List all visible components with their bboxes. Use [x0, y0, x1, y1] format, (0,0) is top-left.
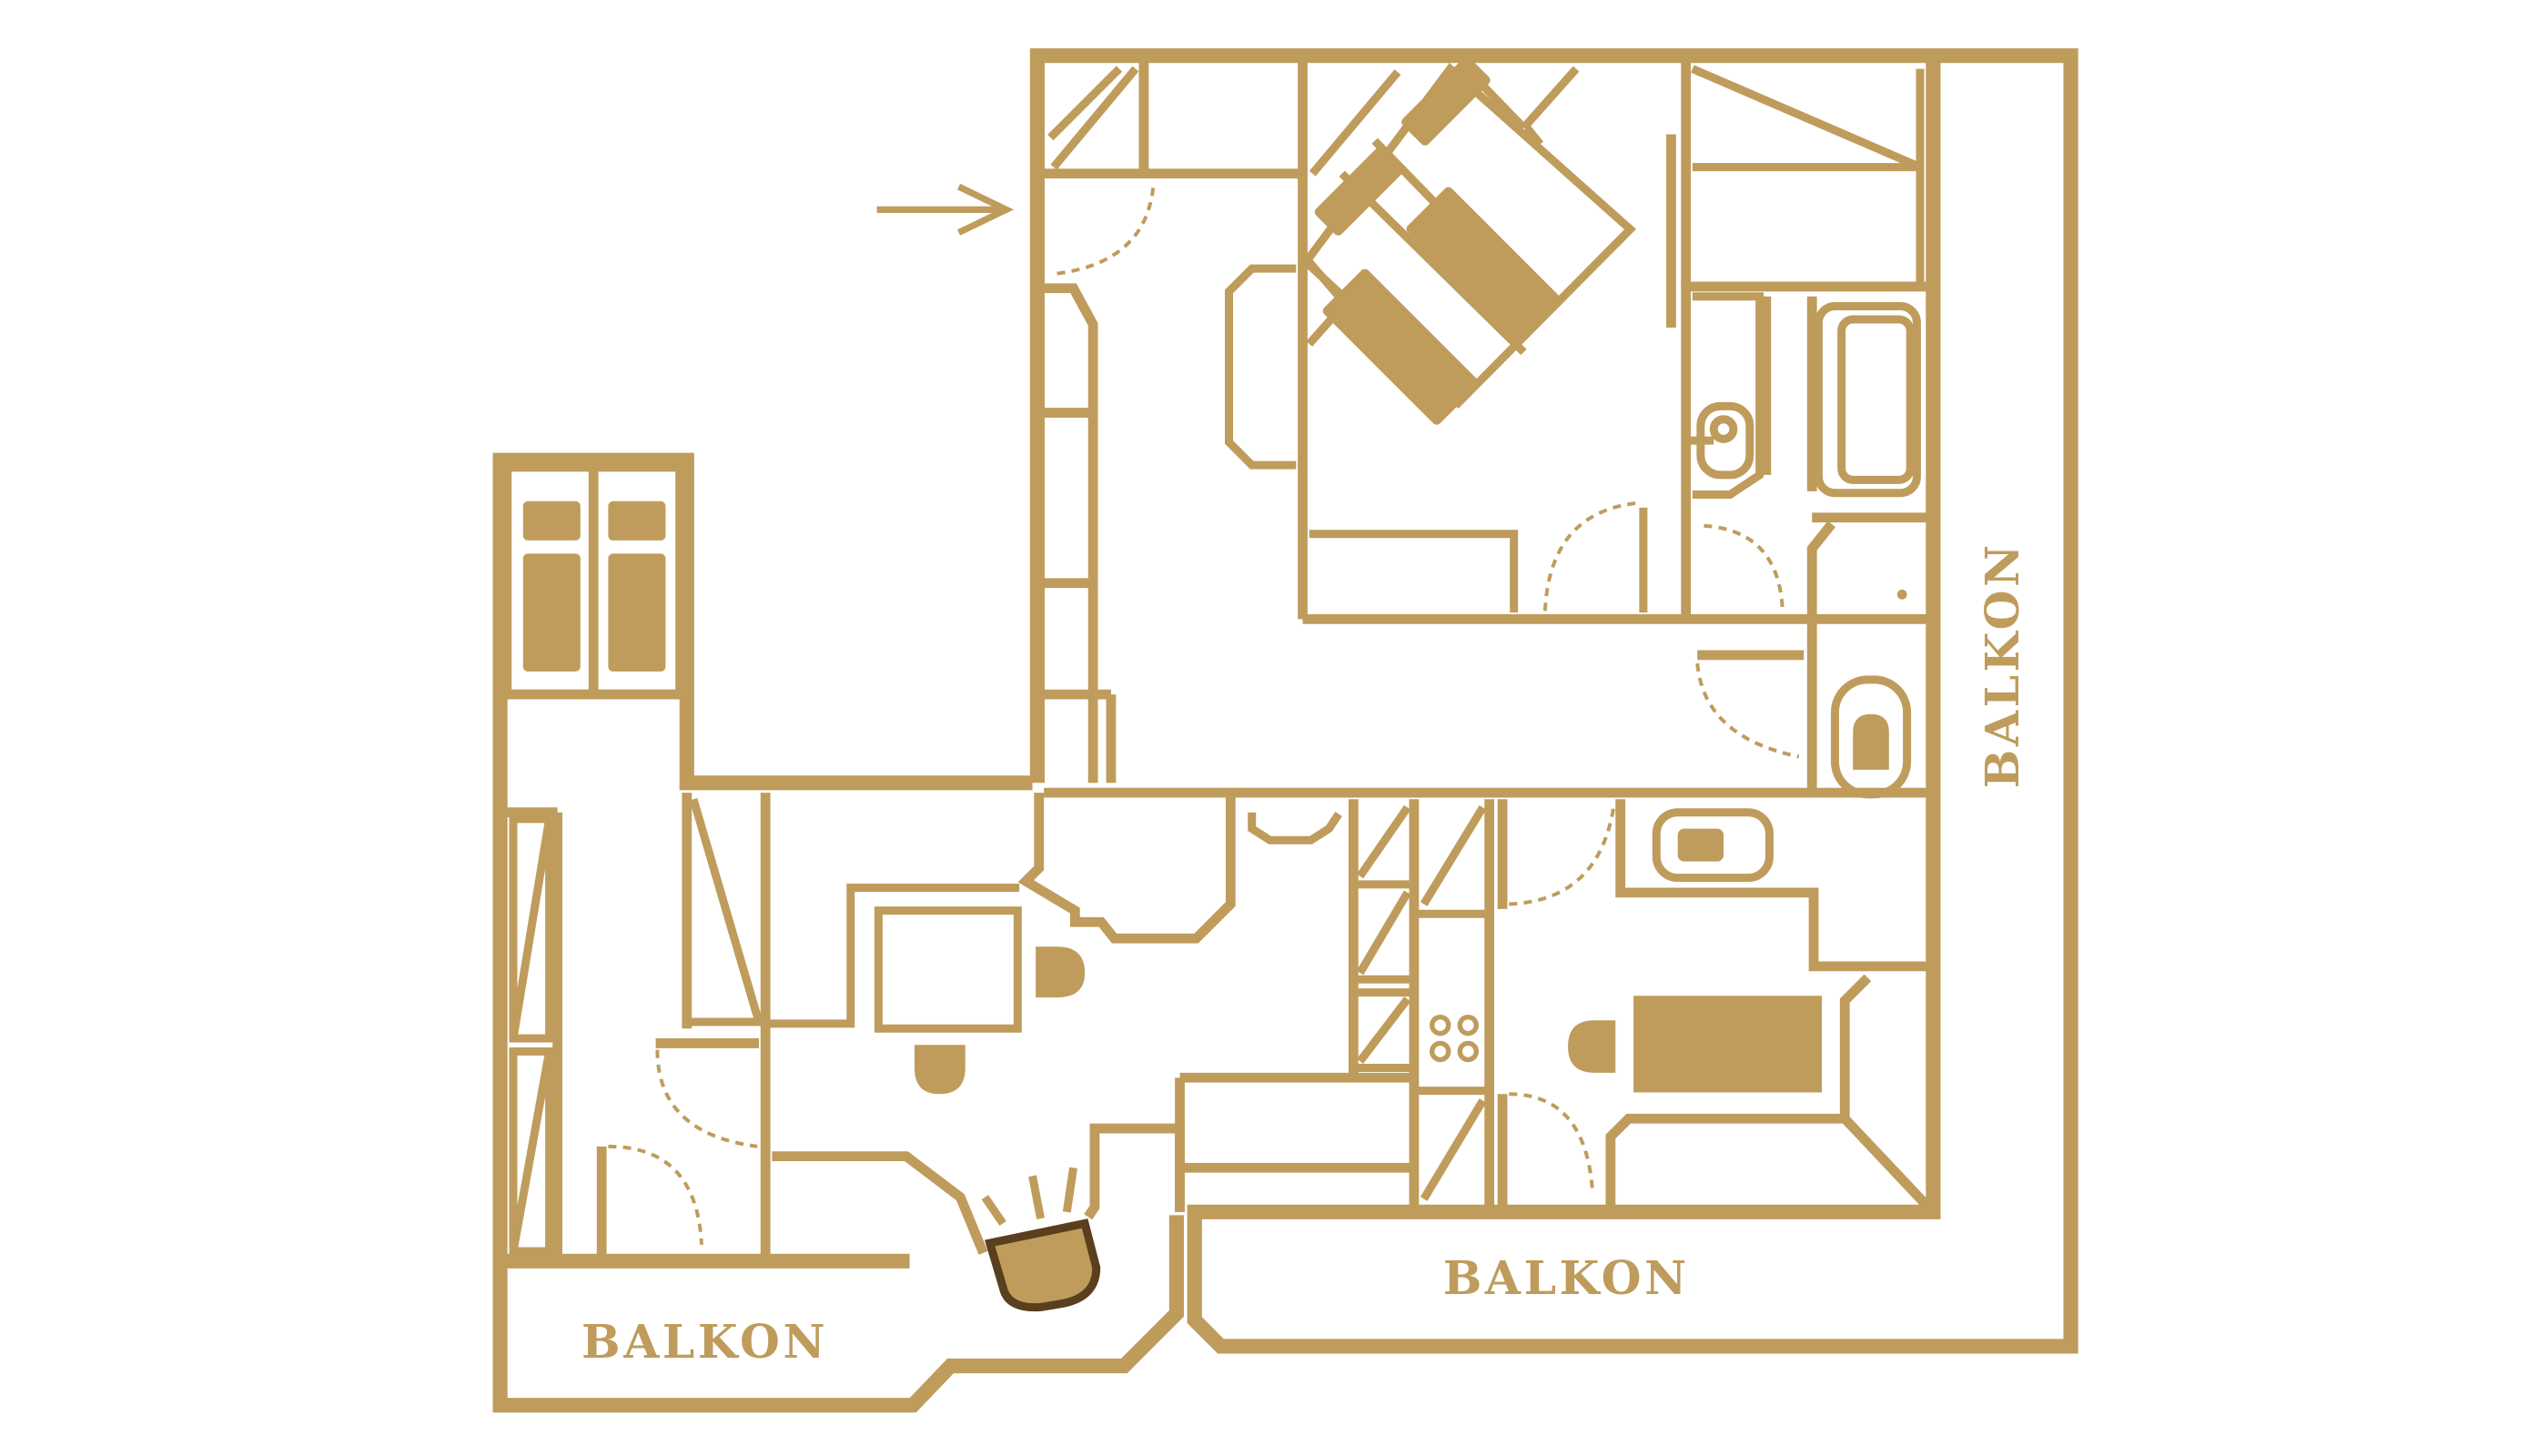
- bathroom-fixtures: [1687, 292, 1921, 500]
- toilet-room: [1830, 675, 1912, 799]
- lounge-chair: [981, 1167, 1101, 1312]
- bedroom-furniture: [1225, 264, 1648, 613]
- cooktop-icon: [1429, 1014, 1479, 1063]
- sink-basin: [1677, 828, 1724, 862]
- outer-walls: [492, 48, 2078, 1413]
- balkon-left-label: BALKON: [581, 1315, 828, 1369]
- balkon-bottom-label: BALKON: [1443, 1251, 1690, 1305]
- interior-walls: [506, 56, 1946, 1255]
- left-bed-pillows: [522, 500, 666, 672]
- entrance-arrow-icon: [876, 183, 1015, 236]
- dining-table: [765, 883, 1022, 1033]
- left-corridor-cabinets: [509, 798, 766, 1256]
- diagonal-bed-pillows: [1314, 56, 1562, 425]
- left-beds: [501, 461, 685, 700]
- kitchen-cabinets: [1248, 804, 1490, 1201]
- door-swings: [608, 183, 1800, 1245]
- toilet-seat: [1853, 589, 1907, 770]
- dining-chairs: [914, 946, 1086, 1095]
- sink-counter: [1652, 808, 1774, 883]
- work-desk: [1568, 996, 1823, 1093]
- wardrobe-diagonals: [1047, 65, 1925, 347]
- balkon-right-label: BALKON: [1976, 541, 2029, 788]
